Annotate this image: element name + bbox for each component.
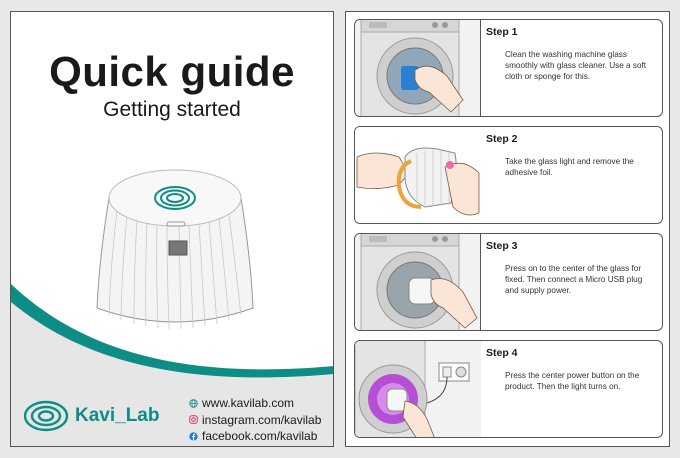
step-3-illustration (355, 234, 481, 330)
brand-logo: Kavi_Lab (23, 398, 159, 434)
globe-icon (189, 399, 198, 408)
social-links: www.kavilab.com instagram.com/kavilab fa… (189, 395, 321, 445)
facebook-link[interactable]: facebook.com/kavilab (189, 428, 321, 445)
step-card-3: Step 3 Press on to the center of the gla… (354, 233, 663, 331)
website-link-text: www.kavilab.com (202, 396, 295, 410)
page-title: Quick guide (49, 48, 295, 95)
page-subtitle: Getting started (103, 98, 241, 121)
step-card-1: Step 1 Clean the washing machine glass s… (354, 19, 663, 117)
step-3-text: Press on to the center of the glass for … (505, 264, 643, 295)
step-2-illustration (355, 127, 481, 223)
facebook-link-text: facebook.com/kavilab (202, 429, 318, 443)
website-link[interactable]: www.kavilab.com (189, 395, 321, 412)
instagram-link-text: instagram.com/kavilab (202, 412, 322, 427)
step-4-label: Step 4 (486, 347, 518, 359)
step-4-illustration (355, 341, 481, 437)
product-lamp-illustration (96, 169, 254, 330)
step-card-2: Step 2 Take the glass light and remove t… (354, 126, 663, 224)
step-card-4: Step 4 Press the center power button on … (354, 340, 663, 438)
instagram-link[interactable]: instagram.com/kavilab (189, 412, 321, 429)
step-2-label: Step 2 (486, 133, 518, 145)
step-4-text: Press the center power button on the pro… (505, 371, 640, 391)
brand-name: Kavi_Lab (75, 405, 160, 426)
facebook-icon (189, 432, 198, 441)
decorative-wave (11, 284, 333, 446)
step-1-text: Clean the washing machine glass smoothly… (505, 50, 647, 81)
step-1-illustration (355, 20, 481, 116)
instagram-icon (189, 415, 198, 425)
step-3-label: Step 3 (486, 240, 518, 252)
step-2-text: Take the glass light and remove the adhe… (505, 157, 634, 177)
cover-panel: Quick guide Getting started Kavi_Lab (10, 11, 334, 447)
steps-panel: Step 1 Clean the washing machine glass s… (345, 11, 670, 447)
brand-logo-icon (23, 400, 69, 432)
step-1-label: Step 1 (486, 26, 518, 38)
